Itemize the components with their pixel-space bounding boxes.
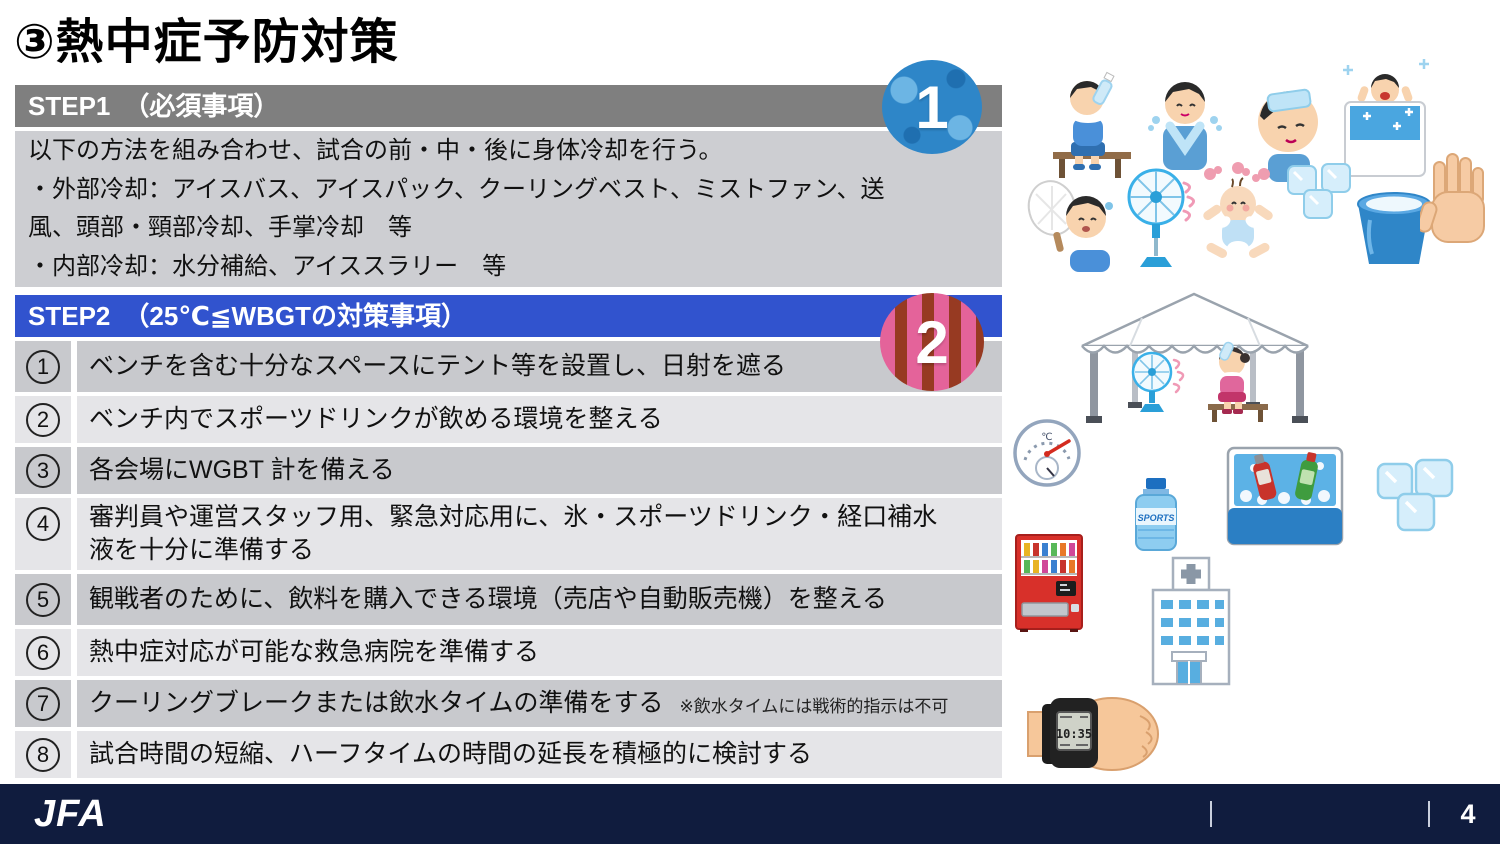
footer-separator bbox=[1428, 801, 1430, 827]
item-text: 試合時間の短縮、ハーフタイムの時間の延長を積極的に検討する bbox=[77, 731, 1002, 778]
wbgt-meter-illustration: ℃ bbox=[1012, 418, 1082, 488]
step2-number-badge: 2 bbox=[880, 293, 984, 391]
step2-item-row: 5 観戦者のために、飲料を購入できる環境（売店や自動販売機）を整える bbox=[15, 574, 1002, 625]
step1-number-badge: 1 bbox=[882, 60, 982, 154]
digital-wrist-watch-illustration: 10:35 bbox=[1020, 686, 1160, 778]
step2-item-row: 1 ベンチを含む十分なスペースにテント等を設置し、日射を遮る bbox=[15, 341, 1002, 392]
step1-body: 以下の方法を組み合わせ、試合の前・中・後に身体冷却を行う。 ・外部冷却：アイスバ… bbox=[15, 131, 1002, 287]
sports-drink-bottle-illustration: SPORTS bbox=[1128, 478, 1184, 552]
tent-with-fan-and-bench-illustration bbox=[1072, 288, 1317, 430]
circled-number: 8 bbox=[26, 737, 60, 772]
item-text: 観戦者のために、飲料を購入できる環境（売店や自動販売機）を整える bbox=[77, 574, 1002, 625]
item-number-cell: 5 bbox=[15, 574, 71, 625]
ice-cubes-small-illustration bbox=[1282, 162, 1358, 224]
circled-number: 4 bbox=[26, 507, 60, 541]
row-divider bbox=[71, 629, 77, 676]
boy-in-ice-bath-illustration bbox=[1335, 58, 1435, 182]
row-divider bbox=[71, 498, 77, 570]
footer-separator bbox=[1210, 801, 1212, 827]
boy-with-cooling-towel-illustration bbox=[1140, 64, 1230, 179]
page-title: ③熱中症予防対策 bbox=[14, 16, 399, 69]
step1-line: ・外部冷却：アイスバス、アイスパック、クーリングベスト、ミストファン、送風、頭部… bbox=[28, 175, 885, 242]
item-number-cell: 2 bbox=[15, 396, 71, 443]
cooler-box-with-drinks-illustration bbox=[1226, 446, 1344, 548]
baby-with-cooling-pads-illustration bbox=[1192, 160, 1284, 274]
item-number-cell: 8 bbox=[15, 731, 71, 778]
step1-header-bar: STEP1 （必須事項） bbox=[15, 85, 1002, 127]
row-divider bbox=[71, 396, 77, 443]
step2-item-row: 4 審判員や運営スタッフ用、緊急対応用に、氷・スポーツドリンク・経口補水液を十分… bbox=[15, 498, 1002, 570]
step1-line: 以下の方法を組み合わせ、試合の前・中・後に身体冷却を行う。 bbox=[28, 137, 723, 164]
wbgt-unit-label: ℃ bbox=[1041, 432, 1052, 443]
item-text: ベンチを含む十分なスペースにテント等を設置し、日射を遮る bbox=[77, 341, 1002, 392]
circled-number: 7 bbox=[26, 686, 60, 721]
circled-number: 1 bbox=[26, 349, 60, 384]
step2-item-row: 7 クーリングブレークまたは飲水タイムの準備をする ※飲水タイムには戦術的指示は不… bbox=[15, 680, 1002, 727]
item-number-cell: 7 bbox=[15, 680, 71, 727]
electric-fan-illustration bbox=[1118, 163, 1200, 275]
step2-item-row: 2 ベンチ内でスポーツドリンクが飲める環境を整える bbox=[15, 396, 1002, 443]
sports-bottle-label: SPORTS bbox=[1138, 513, 1175, 523]
circled-number: 2 bbox=[26, 402, 60, 437]
item-number-cell: 6 bbox=[15, 629, 71, 676]
step1-line: ・内部冷却：水分補給、アイススラリー 等 bbox=[28, 252, 507, 280]
boy-with-paper-fan-illustration bbox=[1022, 166, 1122, 274]
row-divider bbox=[71, 574, 77, 625]
item-number-cell: 4 bbox=[15, 498, 71, 570]
step2-item-row: 8 試合時間の短縮、ハーフタイムの時間の延長を積極的に検討する bbox=[15, 731, 1002, 778]
row-divider bbox=[71, 447, 77, 494]
row-divider bbox=[71, 680, 77, 727]
jfa-logo: JFA bbox=[34, 793, 107, 835]
open-hand-palm-illustration bbox=[1420, 146, 1496, 254]
hospital-illustration bbox=[1146, 556, 1234, 688]
item-text: ベンチ内でスポーツドリンクが飲める環境を整える bbox=[77, 396, 1002, 443]
row-divider bbox=[71, 731, 77, 778]
item-text: 各会場にWGBT 計を備える bbox=[77, 447, 1002, 494]
row-divider bbox=[71, 341, 77, 392]
item-note: ※飲水タイムには戦術的指示は不可 bbox=[679, 697, 949, 716]
watch-time-display: 10:35 bbox=[1056, 727, 1092, 741]
item-number-cell: 3 bbox=[15, 447, 71, 494]
boy-drinking-on-bench-illustration bbox=[1045, 60, 1145, 185]
ice-cubes-large-illustration bbox=[1372, 458, 1458, 536]
footer-bar: JFA 4 bbox=[0, 784, 1500, 844]
step2-item-row: 6 熱中症対応が可能な救急病院を準備する bbox=[15, 629, 1002, 676]
step2-item-list: 1 ベンチを含む十分なスペースにテント等を設置し、日射を遮る 2 ベンチ内でスポ… bbox=[15, 341, 1002, 782]
item-text: クーリングブレークまたは飲水タイムの準備をする ※飲水タイムには戦術的指示は不可 bbox=[77, 680, 1002, 727]
circled-number: 6 bbox=[26, 635, 60, 670]
circled-number: 5 bbox=[26, 582, 60, 617]
vending-machine-illustration bbox=[1014, 533, 1088, 633]
step2-header-bar: STEP2 （25℃≦WBGTの対策事項） bbox=[15, 295, 1002, 337]
item-number-cell: 1 bbox=[15, 341, 71, 392]
water-bucket-illustration bbox=[1348, 184, 1440, 270]
item-text: 審判員や運営スタッフ用、緊急対応用に、氷・スポーツドリンク・経口補水液を十分に準… bbox=[77, 498, 1002, 570]
circled-number: 3 bbox=[26, 453, 60, 488]
step2-item-row: 3 各会場にWGBT 計を備える bbox=[15, 447, 1002, 494]
item-text: 熱中症対応が可能な救急病院を準備する bbox=[77, 629, 1002, 676]
page-number: 4 bbox=[1460, 799, 1476, 829]
item-main-text: クーリングブレークまたは飲水タイムの準備をする bbox=[89, 689, 664, 717]
